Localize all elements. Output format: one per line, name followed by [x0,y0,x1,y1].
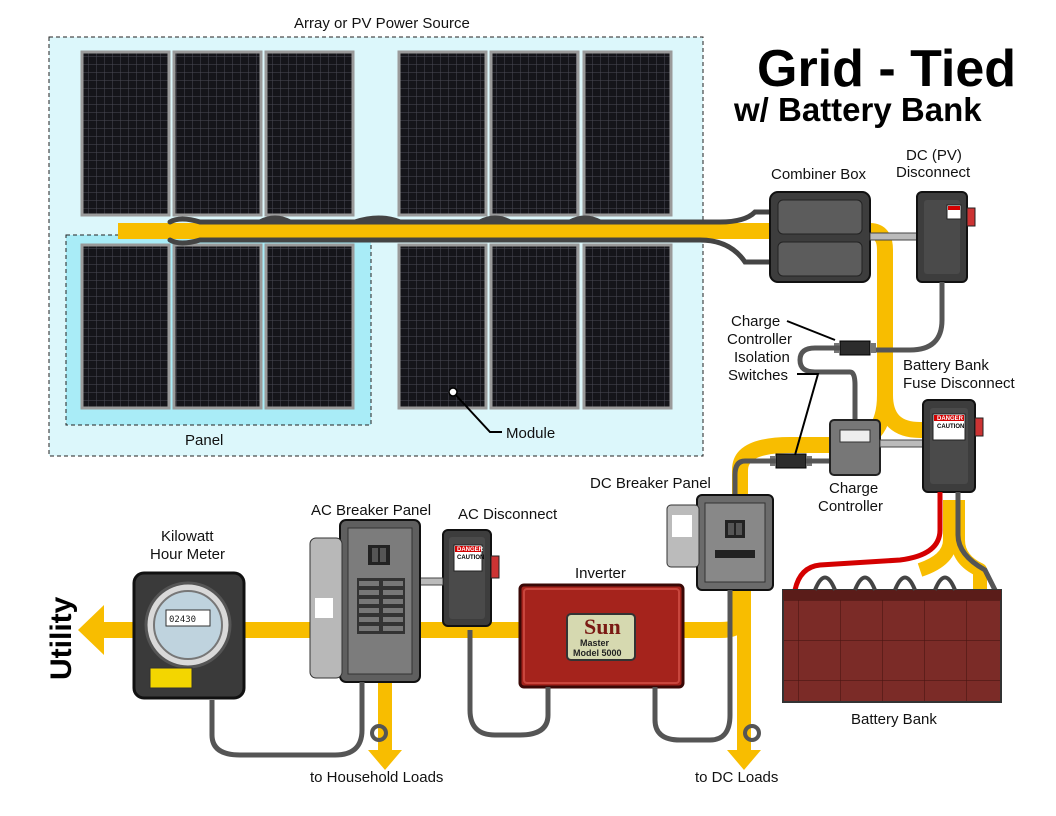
iso-bottom-to-dc-panel-wire [732,458,776,495]
charge-controller[interactable] [829,419,881,476]
pv-module-4 [397,50,488,217]
battery-bank-label: Battery Bank [851,711,937,728]
ac-disconnect-label: AC Disconnect [458,506,558,523]
household-arrow-head [368,750,402,770]
ac-breakers [359,581,403,631]
battery-red-cable [792,492,943,591]
ac-breaker-panel-label: AC Breaker Panel [311,502,431,519]
ac-danger-text: DANGER [457,547,484,553]
combiner-box[interactable] [769,191,871,283]
iso-top-to-controller-wire [797,345,858,420]
isolation-switch-top[interactable] [834,340,876,356]
cc-iso-label-4: Switches [728,367,788,384]
controller-to-fuse-conduit [879,439,926,448]
pv-module-2 [172,50,263,217]
array-label: Array or PV Power Source [294,15,470,32]
title-line-1: Grid - Tied [757,40,1016,98]
dc-pv-disconnect[interactable] [916,191,976,283]
inverter-ac-wire [467,630,551,738]
title-line-2: w/ Battery Bank [733,91,982,128]
inverter-label: Inverter [575,565,626,582]
pv-module-11 [489,243,580,410]
ac-panel-to-disconnect-conduit [419,577,444,586]
utility-arrow-head [78,605,104,655]
dc-breaker-panel-label: DC Breaker Panel [590,475,711,492]
pv-module-12 [582,243,673,410]
dc-loads-label: to DC Loads [695,769,778,786]
module-label: Module [506,425,555,442]
pv-disconnect-wire [870,282,945,353]
pv-module-8 [172,243,263,410]
cc-iso-leader-2 [794,373,820,456]
cc-iso-label-1: Charge [731,313,780,330]
kilowatt-hour-meter[interactable] [132,571,246,700]
bb-fuse-label-2: Fuse Disconnect [903,375,1016,392]
dc-breaker-panel[interactable] [666,494,774,591]
kwh-meter-label-2: Hour Meter [150,546,225,563]
dc-disconnect-label-1: DC (PV) [906,147,962,164]
inverter[interactable] [518,583,685,689]
pv-module-6 [582,50,673,217]
pv-module-7 [80,243,171,410]
battery-fuse-disconnect[interactable] [922,399,984,493]
combiner-to-disconnect-conduit [869,232,921,241]
ac-disconnect[interactable] [442,529,500,627]
array-cables [167,209,778,265]
household-loads-label: to Household Loads [310,769,443,786]
battery-bank[interactable] [782,589,1002,703]
meter-to-panel-wire [209,682,365,758]
isolation-switch-bottom[interactable] [770,453,812,469]
battery-jumpers [813,575,957,591]
inverter-dc-wire [652,590,733,743]
combiner-box-label: Combiner Box [771,166,867,183]
ac-caution-text: CAUTION [457,555,484,561]
bb-fuse-label-1: Battery Bank [903,357,989,374]
panel-label: Panel [185,432,223,449]
module-leader [452,391,502,433]
utility-label: Utility [45,596,78,680]
charge-controller-label-2: Controller [818,498,883,515]
meter-reading: 02430 [169,615,196,625]
kwh-meter-label-1: Kilowatt [161,528,214,545]
pv-modules [80,50,673,410]
dc-loads-arrow-head [727,750,761,770]
ac-breaker-panel[interactable] [309,519,421,683]
battery-gray-cable [955,492,998,592]
cc-iso-leader-1 [786,320,836,341]
inverter-model: Model 5000 [573,648,622,658]
charge-controller-label-1: Charge [829,480,878,497]
fuse-danger-text: DANGER [937,416,964,422]
fuse-caution-text: CAUTION [937,424,964,430]
dc-loads-loop [743,724,761,742]
pv-module-10 [397,243,488,410]
pv-module-5 [489,50,580,217]
pv-module-1 [80,50,171,217]
pv-module-3 [264,50,355,217]
pv-module-9 [264,243,355,410]
module-leader-dot [448,387,458,397]
dc-disconnect-label-2: Disconnect [896,164,971,181]
household-loads-loop [370,724,388,742]
cc-iso-label-2: Controller [727,331,792,348]
inverter-brand-sun: Sun [584,614,621,639]
inverter-brand-master: Master [580,638,610,648]
cc-iso-label-3: Isolation [734,349,790,366]
